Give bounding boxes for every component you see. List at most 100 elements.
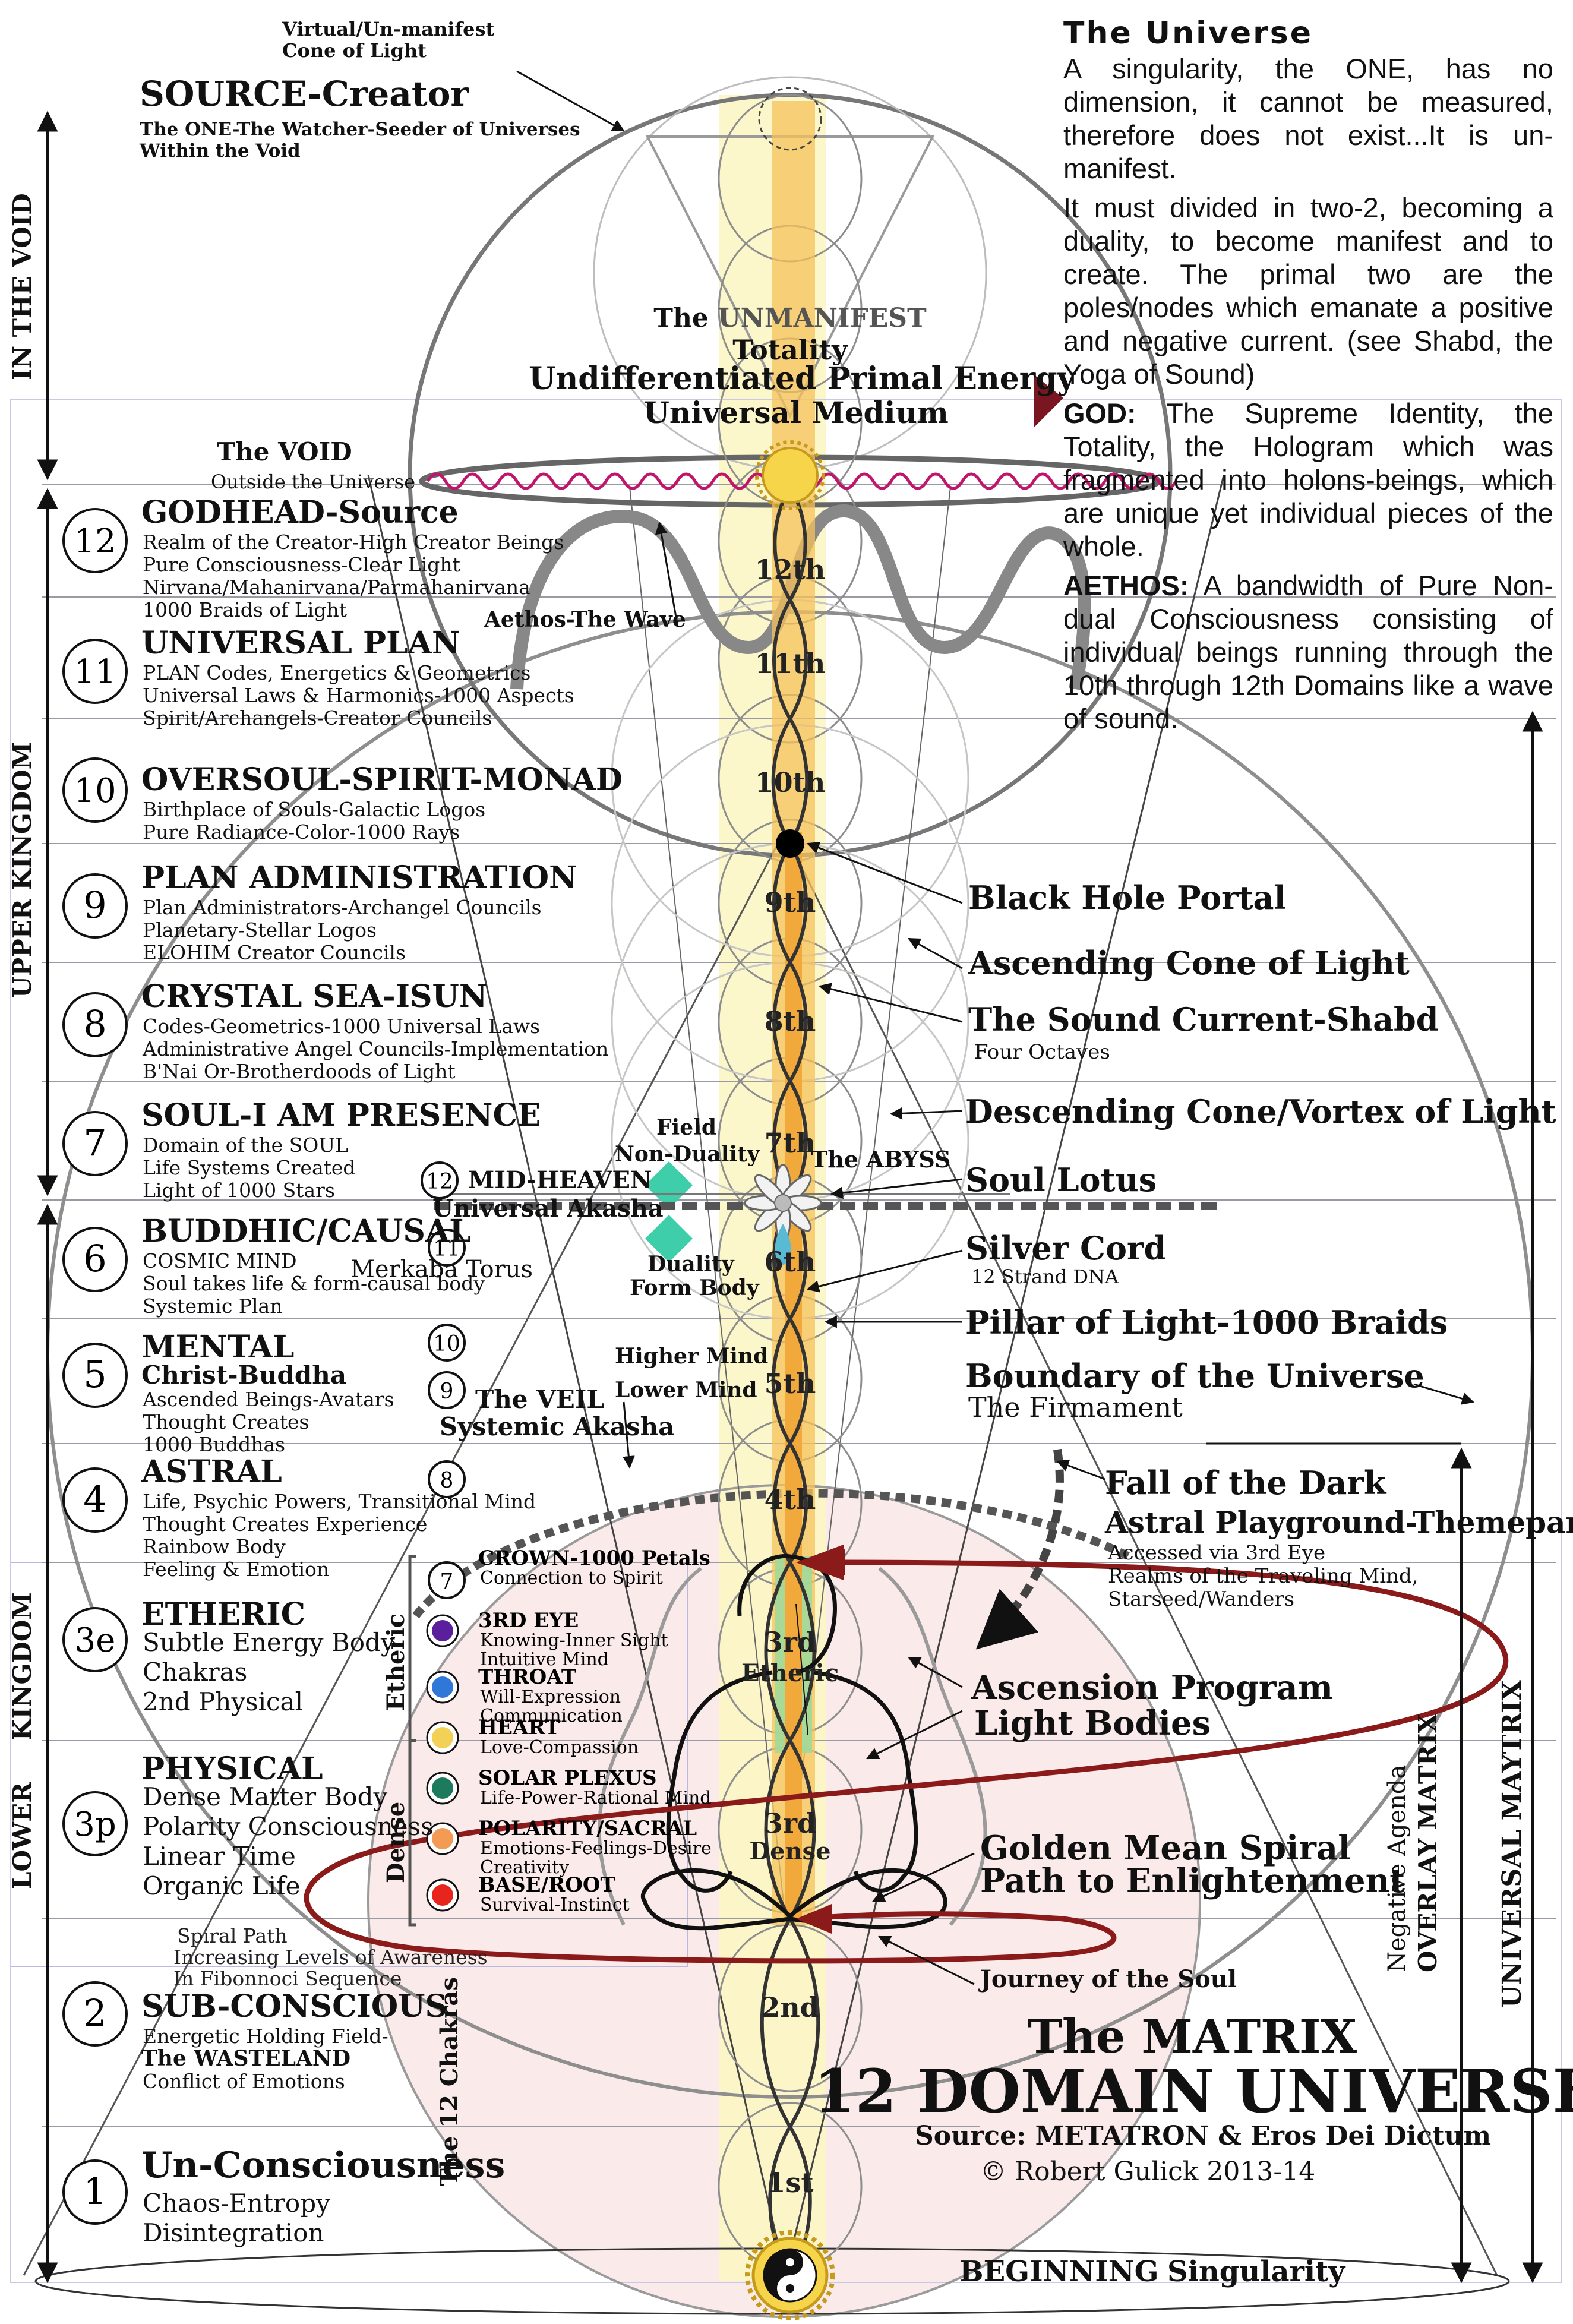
- source-sub2: Within the Void: [139, 140, 301, 162]
- domain-line: 2nd Physical: [143, 1687, 303, 1716]
- chakra-desc: Emotions-Feelings-Desire: [480, 1838, 712, 1859]
- svg-text:The UNMANIFEST: The UNMANIFEST: [653, 303, 927, 333]
- domain-title: CRYSTAL SEA-ISUN: [141, 978, 487, 1015]
- spiral-note: Spiral Path Increasing Levels of Awarene…: [173, 1924, 488, 1990]
- pillar-domain-label: 9th: [765, 886, 816, 918]
- chakra-name: HEART: [478, 1716, 560, 1739]
- spiral-note-2: Increasing Levels of Awareness: [173, 1946, 488, 1969]
- form-body-label: Form Body: [630, 1275, 760, 1300]
- small-number: 9: [440, 1379, 454, 1404]
- mid-heaven-diamonds: [434, 1161, 1218, 1262]
- domain-title: PLAN ADMINISTRATION: [141, 860, 577, 896]
- universe-p1: A singularity, the ONE, has no dimension…: [1063, 53, 1553, 184]
- domain-number-circle: [62, 1791, 128, 1856]
- domain-subtitle: Christ-Buddha: [141, 1360, 346, 1390]
- matrix-copyright: © Robert Gulick 2013-14: [980, 2156, 1315, 2187]
- domain-line: Domain of the SOUL: [143, 1133, 348, 1157]
- domain-line: Polarity Consciousness: [143, 1812, 434, 1841]
- domain-number: 5: [83, 1353, 106, 1396]
- source-sub1: The ONE-The Watcher-Seeder of Universes: [140, 119, 580, 140]
- golden-mean-label-2: Path to Enlightenment: [980, 1861, 1405, 1900]
- aethos-wave: [510, 504, 1091, 691]
- aethos-paragraph: AETHOS: A bandwidth of Pure Non-dual Con…: [1063, 569, 1553, 735]
- chakra-name: SOLAR PLEXUS: [478, 1766, 657, 1790]
- chakra-dot: [432, 1727, 453, 1748]
- small-number: 8: [440, 1469, 454, 1493]
- pillar-domain-label: 7th: [765, 1127, 816, 1159]
- chakra-dot: [432, 1620, 453, 1641]
- soul-lotus-icon: [744, 1164, 822, 1242]
- universe-title: The Universe: [1063, 15, 1313, 51]
- domain-number-circle: [62, 1111, 128, 1176]
- god-text: The Supreme Identity, the Totality, the …: [1063, 397, 1553, 562]
- astral-sub-2: Realms of the Traveling Mind,: [1108, 1564, 1419, 1588]
- domain-line: Life, Psychic Powers, Transitional Mind: [143, 1490, 536, 1513]
- chakra-side-labels: Etheric Dense The 12 Chakras: [382, 1613, 463, 2186]
- small-number: 11: [433, 1237, 460, 1261]
- source-title: SOURCE-Creator: [140, 74, 469, 114]
- chakra-desc: Connection to Spirit: [480, 1568, 663, 1589]
- ascending-cone-label: Ascending Cone of Light: [968, 944, 1410, 982]
- domain-title: OVERSOUL-SPIRIT-MONAD: [141, 762, 623, 798]
- domain-number: 4: [83, 1477, 106, 1521]
- source-block: Virtual/Un-manifest Cone of Light SOURCE…: [139, 18, 580, 162]
- domain-number: 7: [83, 1121, 106, 1164]
- domain-title: SOUL-I AM PRESENCE: [141, 1097, 541, 1133]
- right-labels: Black Hole Portal Ascending Cone of Ligh…: [965, 879, 1573, 1993]
- domain-line: Universal Laws & Harmonics-1000 Aspects: [143, 684, 574, 707]
- chakra-name: POLARITY/SACRAL: [478, 1817, 697, 1840]
- domain-line: Thought Creates Experience: [143, 1513, 427, 1536]
- firmament-label: The Firmament: [968, 1391, 1183, 1423]
- field-label: Field: [656, 1115, 716, 1140]
- domain-line: Pure Consciousness-Clear Light: [143, 553, 460, 576]
- mid-heaven-number-circle: [421, 1161, 459, 1199]
- matrix-title-block: The MATRIX 12 DOMAIN UNIVERSE Source: ME…: [814, 2010, 1573, 2187]
- domain-number: 12: [74, 522, 116, 561]
- unmanifest-primal-energy: Undifferentiated Primal Energy: [529, 361, 1076, 397]
- pillar-domain-label: 3rd: [764, 1807, 816, 1839]
- in-the-void-label: IN THE VOID: [8, 193, 37, 380]
- mid-heaven-number: 12: [426, 1170, 453, 1194]
- pillar-domain-label: 8th: [765, 1005, 816, 1037]
- chakra-name: 3RD EYE: [478, 1609, 579, 1633]
- domain-line: 1000 Buddhas: [143, 1433, 285, 1456]
- domain-title: GODHEAD-Source: [141, 494, 459, 531]
- domain-line: Planetary-Stellar Logos: [143, 918, 377, 942]
- pillar-domain-label: 1st: [766, 2167, 814, 2199]
- domain-title: UNIVERSAL PLAN: [141, 625, 460, 661]
- meditating-figure: [641, 1553, 947, 1931]
- astral-playground-label: Astral Playground-Themepark: [1104, 1505, 1573, 1540]
- small-number: 10: [433, 1332, 460, 1356]
- domain-number: 2: [83, 1991, 106, 2035]
- fall-dark-label: Fall of the Dark: [1105, 1464, 1387, 1502]
- kingdom-label: KINGDOM: [8, 1592, 37, 1741]
- domain-number-circle: [62, 508, 128, 573]
- chakra-desc: Survival-Instinct: [480, 1894, 630, 1915]
- upper-diamond-icon: [645, 1161, 693, 1209]
- chakra-desc: Intuitive Mind: [480, 1649, 609, 1670]
- pillar-domain-labels: 12th11th10th9th8th7th6th5th4th3rdEtheric…: [741, 554, 839, 2199]
- small-number-circle: [428, 1229, 466, 1267]
- small-number: 7: [440, 1570, 454, 1594]
- source-dashed-circle: [758, 87, 822, 151]
- fall-of-dark-arc: [975, 1448, 1064, 1650]
- vertical-matrix-labels: Negative Agenda OVERLAY MATRIX UNIVERSAL…: [1384, 1679, 1527, 2008]
- domain-line: Birthplace of Souls-Galactic Logos: [143, 798, 485, 821]
- golden-mean-label-1: Golden Mean Spiral: [980, 1829, 1351, 1868]
- aethos-wave-label: Aethos-The Wave: [484, 607, 686, 632]
- journey-label: Journey of the Soul: [978, 1965, 1237, 1993]
- matrix-source: Source: METATRON & Eros Dei Dictum: [915, 2121, 1491, 2151]
- domain-title: Un-Consciousness: [141, 2145, 505, 2186]
- small-number-circle: [428, 1561, 466, 1599]
- domain-number-circle: [62, 1343, 128, 1408]
- pillar-braid: [760, 486, 820, 2276]
- four-octaves-label: Four Octaves: [974, 1040, 1110, 1064]
- domain-number: 10: [74, 772, 116, 810]
- teal-droplet-icon: [775, 1224, 791, 1265]
- twelve-chakras-label: The 12 Chakras: [435, 1977, 463, 2186]
- pillar-domain-label: 11th: [755, 648, 826, 680]
- domain-line: 1000 Braids of Light: [143, 598, 347, 621]
- label-pointer-lines: [516, 70, 1475, 1985]
